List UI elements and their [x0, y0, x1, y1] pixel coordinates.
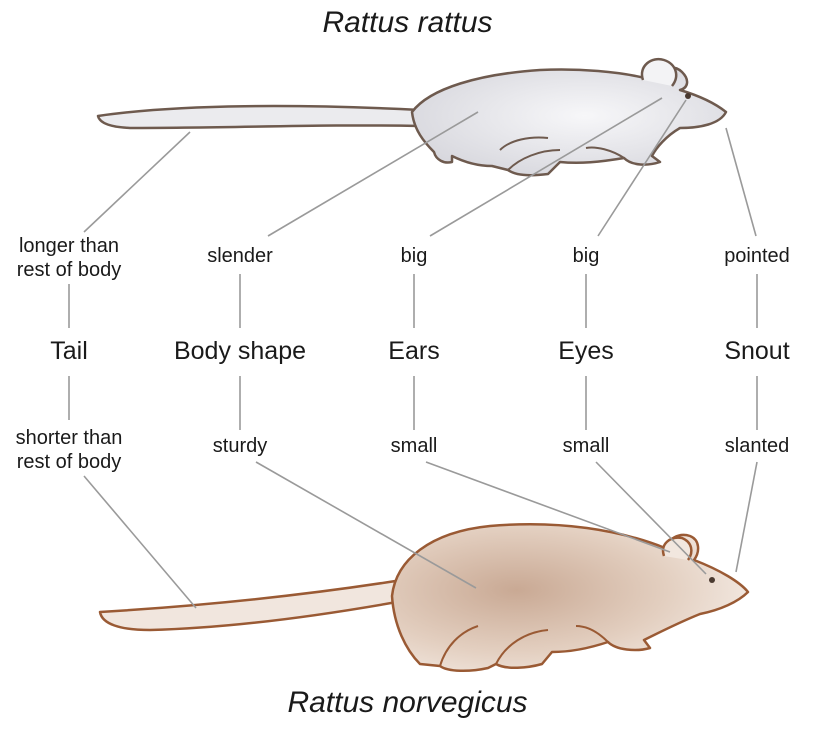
rattus-rattus-illustration: [96, 57, 728, 177]
tail-norvegicus-value: shorter than rest of body: [15, 427, 123, 473]
rattus-hind-leg: [499, 136, 561, 171]
connector-body-bottom: [255, 461, 477, 589]
snout-rattus-value: pointed: [724, 245, 790, 267]
species-title-rattus-norvegicus: Rattus norvegicus: [287, 686, 528, 719]
eyes-rattus-value: big: [572, 245, 600, 267]
connector-tail-top: [83, 131, 191, 233]
species-title-rattus-rattus: Rattus rattus: [322, 6, 493, 39]
trait-name-tail: Tail: [50, 337, 88, 365]
ears-norvegicus-value: small: [390, 435, 438, 457]
rattus-body: [410, 66, 728, 177]
trait-name-body-shape: Body shape: [173, 337, 307, 365]
rattus-tail: [96, 104, 422, 130]
body-shape-rattus-value: slender: [207, 245, 273, 267]
tail-rattus-value: longer than rest of body: [16, 235, 122, 281]
trait-name-snout: Snout: [724, 337, 790, 365]
snout-norvegicus-value: slanted: [724, 435, 790, 457]
connector-eyes-top: [597, 99, 687, 237]
rattus-eye: [685, 93, 691, 99]
ears-rattus-value: big: [400, 245, 428, 267]
norvegicus-eye: [709, 577, 715, 583]
connector-ears-bottom: [425, 461, 671, 553]
eyes-norvegicus-value: small: [562, 435, 610, 457]
norvegicus-ear: [661, 536, 693, 561]
trait-name-ears: Ears: [388, 337, 440, 365]
rattus-ear: [640, 57, 678, 87]
connector-eyes-bottom: [595, 461, 707, 575]
trait-name-eyes: Eyes: [558, 337, 614, 365]
connector-body-top: [267, 111, 479, 237]
rattus-front-leg: [585, 146, 625, 159]
norvegicus-tail: [98, 578, 410, 632]
norvegicus-hind-leg: [439, 625, 549, 667]
body-shape-norvegicus-value: sturdy: [212, 435, 268, 457]
connector-snout-bottom: [735, 461, 758, 573]
rattus-norvegicus-illustration: [98, 523, 750, 672]
connector-lines: [68, 97, 758, 609]
norvegicus-front-leg: [575, 625, 609, 643]
connector-ears-top: [429, 97, 663, 237]
connector-tail-bottom: [83, 475, 197, 609]
connector-snout-top: [725, 127, 757, 237]
norvegicus-body: [390, 523, 750, 672]
